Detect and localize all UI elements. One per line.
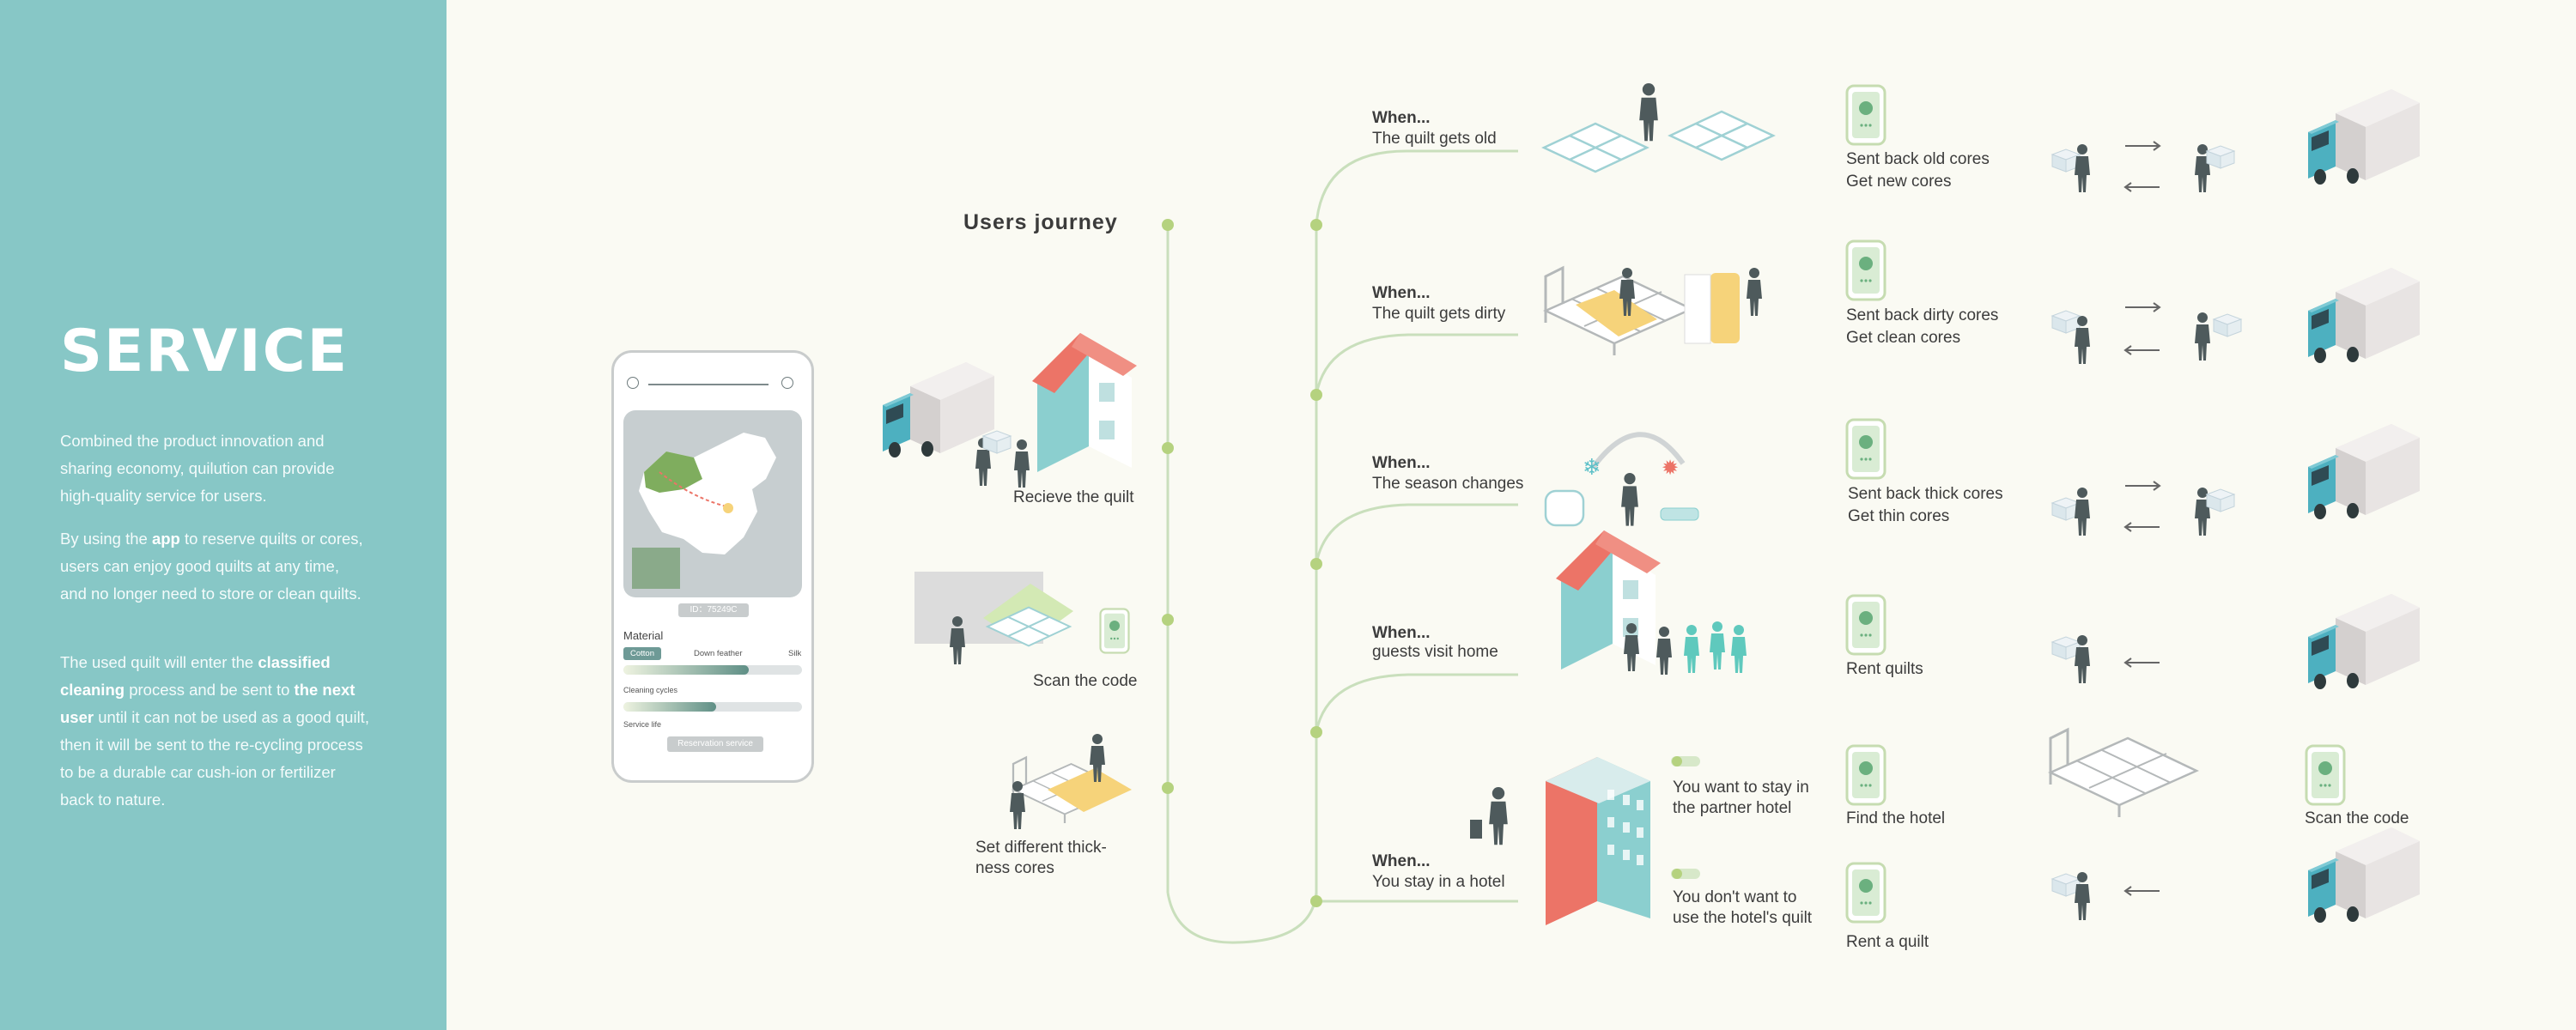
scene-guests bbox=[1556, 530, 1747, 675]
scenario-action: Rent quilts bbox=[1846, 660, 1923, 678]
scenario-action: Get clean cores bbox=[1846, 329, 1961, 347]
scene-hotel bbox=[1470, 757, 1650, 925]
phone-mockup: ID：75249C Material Cotton Down feather S… bbox=[611, 350, 814, 783]
node-5 bbox=[1310, 219, 1322, 231]
cleaning-cycles-label: Cleaning cycles bbox=[623, 686, 678, 694]
option-down-feather[interactable]: Down feather bbox=[694, 649, 743, 658]
journey-heading: Users journey bbox=[963, 210, 1118, 234]
scenario-action: Get new cores bbox=[1846, 173, 1952, 191]
scenario-when: When... bbox=[1372, 624, 1431, 642]
app-paragraph: By using the app to reserve quilts or co… bbox=[60, 530, 363, 603]
scenario-action: Sent back thick cores bbox=[1848, 485, 2003, 503]
hotel-option-partner: You want to stay in the partner hotel bbox=[1673, 779, 1809, 817]
search-bar[interactable] bbox=[648, 384, 769, 385]
option-silk[interactable]: Silk bbox=[788, 649, 802, 658]
node-1 bbox=[1162, 219, 1174, 231]
scene-season-change: ❄ ✹ bbox=[1544, 432, 1699, 527]
thickness-cores-illustration bbox=[1010, 734, 1132, 829]
scenario-action: Sent back dirty cores bbox=[1846, 306, 1999, 324]
node-3 bbox=[1162, 614, 1174, 626]
scenario-action: Get thin cores bbox=[1848, 507, 1950, 525]
service-life-label: Service life bbox=[623, 720, 662, 729]
node-2 bbox=[1162, 442, 1174, 454]
reservation-button[interactable]: Reservation service bbox=[667, 736, 763, 752]
option-cotton[interactable]: Cotton bbox=[623, 647, 661, 660]
scan-code-illustration bbox=[914, 572, 1130, 664]
scenario-situation: The quilt gets dirty bbox=[1372, 305, 1506, 323]
step-receive-label: Recieve the quilt bbox=[1013, 488, 1134, 506]
node-6 bbox=[1310, 389, 1322, 401]
scenario-situation: The season changes bbox=[1372, 475, 1524, 493]
scene-dirty-quilt bbox=[1544, 266, 1762, 357]
node-7 bbox=[1310, 558, 1322, 570]
menu-icon[interactable] bbox=[627, 377, 639, 389]
scenario-action: Sent back old cores bbox=[1846, 150, 1990, 168]
scenario-situation: You stay in a hotel bbox=[1372, 873, 1505, 891]
hotel-scan-code-label: Scan the code bbox=[2305, 809, 2409, 827]
svg-text:✹: ✹ bbox=[1662, 456, 1679, 480]
scenario-when: When... bbox=[1372, 284, 1431, 302]
hotel-option-rent: You don't want to use the hotel's quilt bbox=[1673, 888, 1813, 927]
sidebar: SERVICE Combined the product innovation … bbox=[0, 0, 447, 1030]
scenario-when: When... bbox=[1372, 454, 1431, 472]
scenario-situation: The quilt gets old bbox=[1372, 130, 1497, 148]
map-view[interactable] bbox=[623, 410, 802, 597]
receive-quilt-illustration bbox=[883, 333, 1137, 488]
quilt-id-label: ID：75249C bbox=[678, 603, 749, 617]
scene-old-quilt bbox=[1542, 83, 1775, 173]
node-4 bbox=[1162, 782, 1174, 794]
cleaning-cycles-fill bbox=[623, 665, 749, 675]
service-life-bar bbox=[623, 702, 802, 712]
rent-quilt-label: Rent a quilt bbox=[1846, 933, 1929, 951]
find-hotel-label: Find the hotel bbox=[1846, 809, 1946, 827]
step-scan-label: Scan the code bbox=[1033, 672, 1138, 690]
cleaning-cycles-bar bbox=[623, 665, 802, 675]
hotel-option-toggles bbox=[1671, 756, 1700, 879]
scenario-when: When... bbox=[1372, 109, 1431, 127]
profile-icon[interactable] bbox=[781, 377, 793, 389]
node-8 bbox=[1310, 726, 1322, 738]
intro-paragraph: Combined the product innovation and shar… bbox=[60, 432, 335, 505]
exchange-flows bbox=[2049, 89, 2420, 923]
node-9 bbox=[1310, 895, 1322, 907]
step-thickness-label: Set different thick-ness cores bbox=[975, 839, 1107, 877]
svg-text:❄: ❄ bbox=[1583, 455, 1601, 481]
cleaning-paragraph: The used quilt will enter the classified… bbox=[60, 653, 369, 809]
journey-connector-lines bbox=[1166, 149, 1518, 944]
service-life-fill bbox=[623, 702, 717, 712]
material-title: Material bbox=[623, 629, 664, 642]
china-map bbox=[632, 433, 776, 589]
journey-nodes bbox=[1162, 219, 1322, 907]
scenario-when: When... bbox=[1372, 852, 1431, 870]
page-title: SERVICE bbox=[60, 318, 349, 385]
scenario-situation: guests visit home bbox=[1372, 643, 1498, 661]
